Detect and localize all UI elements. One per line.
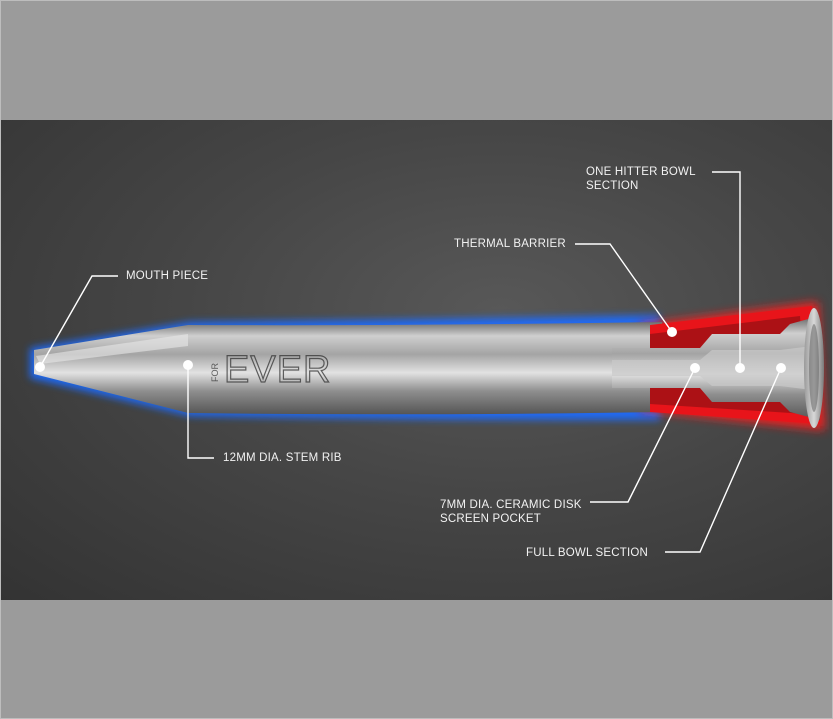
bottom-margin-band [0, 600, 833, 719]
product-diagram-panel: FOR EVER MOUTH PIECE 12mm DIA. STEM RIB … [0, 120, 833, 600]
brand-logo: FOR EVER [210, 348, 331, 391]
svg-text:FOR: FOR [210, 363, 220, 382]
ceramic-disk-label: 7mm DIA. CERAMIC DISK SCREEN POCKET [440, 499, 582, 525]
ceramic-disk-marker [690, 363, 700, 373]
stem-rib-label: 12mm DIA. STEM RIB [223, 452, 342, 464]
one-hitter-marker [735, 363, 745, 373]
svg-text:EVER: EVER [224, 349, 331, 391]
thermal-barrier-label: THERMAL BARRIER [454, 238, 566, 250]
one-hitter-label: ONE HITTER BOWL SECTION [586, 166, 696, 192]
thermal-barrier-marker [667, 327, 677, 337]
bowl-bore [612, 346, 812, 390]
callout-lines [39, 171, 782, 553]
full-bowl-marker [776, 363, 786, 373]
top-margin-band [0, 0, 833, 120]
mouth-piece-highlight [36, 334, 188, 364]
full-bowl-label: FULL BOWL SECTION [526, 547, 649, 559]
pipe-illustration: FOR EVER [30, 171, 825, 553]
stem-rib-marker [183, 360, 193, 370]
mouth-piece-label: MOUTH PIECE [126, 270, 209, 282]
pipe-body [34, 322, 662, 415]
mouth-piece-marker [35, 362, 45, 372]
